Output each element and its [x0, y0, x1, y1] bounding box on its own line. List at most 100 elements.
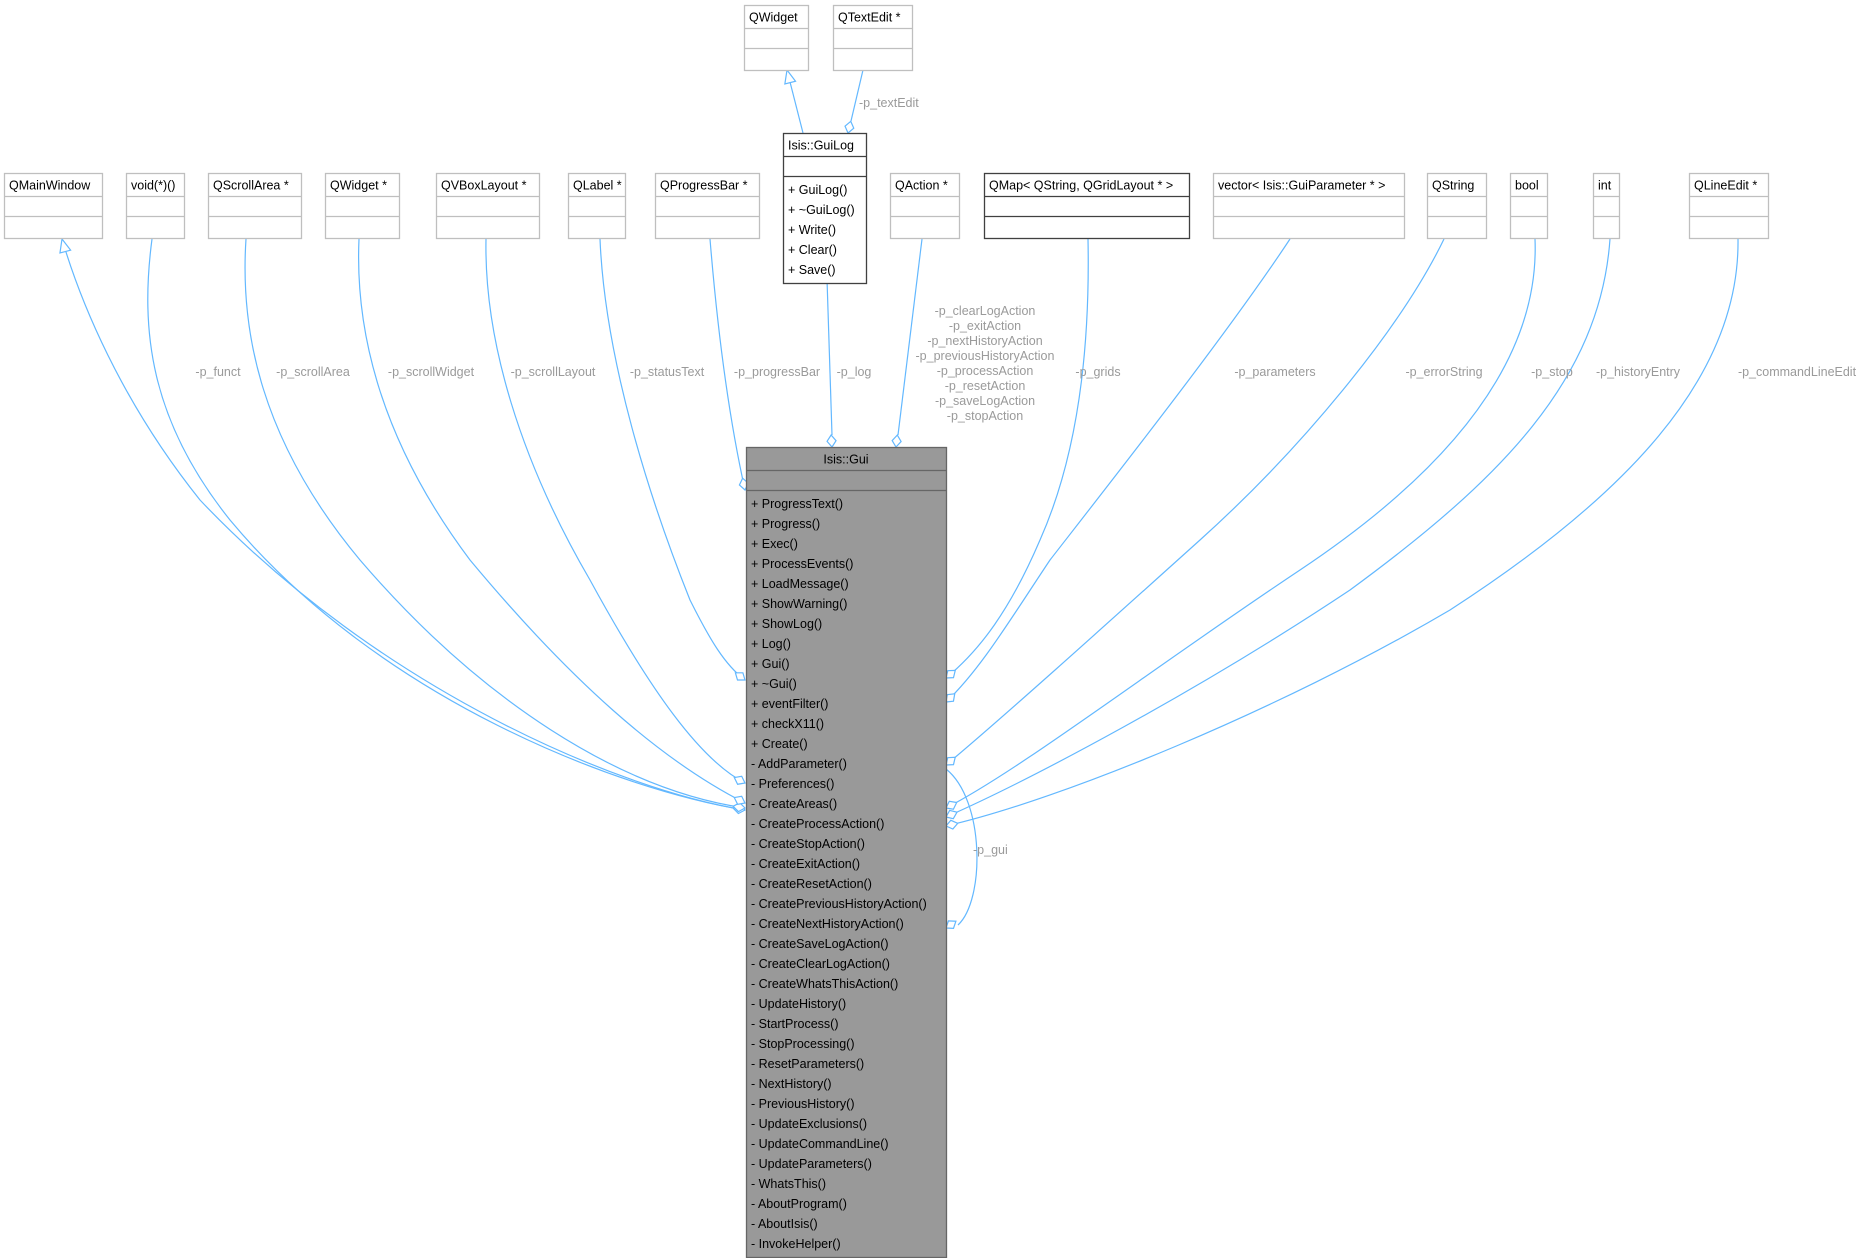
edge-progressbar: [709, 238, 746, 491]
class-member: - CreateStopAction(): [751, 837, 865, 851]
class-box-int[interactable]: int: [1592, 172, 1621, 240]
edge-scrolllayout: [485, 238, 746, 784]
edge-label-scrollwidget: -p_scrollWidget: [388, 365, 475, 379]
edge-actions: [897, 238, 923, 436]
edge-label-parameters: -p_parameters: [1234, 365, 1315, 379]
class-box-frame: [435, 172, 541, 240]
edge-label-textedit: -p_textEdit: [859, 96, 919, 110]
class-box-frame: [207, 172, 303, 240]
edge-label-action: -p_processAction: [937, 364, 1034, 378]
class-box-vector[interactable]: vector< Isis::GuiParameter * >: [1212, 172, 1406, 240]
aggregation-diamond-icon: [826, 434, 837, 448]
class-member: - ResetParameters(): [751, 1057, 864, 1071]
class-member: - WhatsThis(): [751, 1177, 826, 1191]
class-member: - PreviousHistory(): [751, 1097, 855, 1111]
class-box-guilog[interactable]: Isis::GuiLog+ GuiLog()+ ~GuiLog()+ Write…: [782, 132, 868, 285]
class-member: - StopProcessing(): [751, 1037, 855, 1051]
class-box-frame: [324, 172, 401, 240]
class-box-frame: [782, 132, 868, 285]
class-member: + Gui(): [751, 657, 790, 671]
class-member: - UpdateCommandLine(): [751, 1137, 889, 1151]
class-member: + ProcessEvents(): [751, 557, 853, 571]
class-member: + GuiLog(): [788, 183, 847, 197]
aggregation-diamond-icon: [945, 669, 957, 679]
class-box-frame: [832, 4, 914, 72]
class-member: - NextHistory(): [751, 1077, 832, 1091]
class-box-frame: [1426, 172, 1488, 240]
class-member: + ~GuiLog(): [788, 203, 855, 217]
class-member: - InvokeHelper(): [751, 1237, 841, 1251]
class-member: + eventFilter(): [751, 697, 828, 711]
class-member: - CreateResetAction(): [751, 877, 872, 891]
class-name: QWidget: [749, 11, 798, 25]
class-member: - CreatePreviousHistoryAction(): [751, 897, 927, 911]
class-member: + ProgressText(): [751, 497, 843, 511]
class-member: - AboutIsis(): [751, 1217, 818, 1231]
class-box-qtextedit[interactable]: QTextEdit *: [832, 4, 914, 72]
class-box-frame: [3, 172, 104, 240]
class-name: QString: [1432, 179, 1474, 193]
aggregation-diamond-icon: [891, 434, 902, 448]
edge-funct: [147, 238, 746, 811]
class-box-frame: [983, 172, 1191, 240]
class-box-frame: [745, 446, 948, 1258]
class-name: bool: [1515, 179, 1539, 193]
edge-grids: [945, 238, 1089, 679]
class-box-frame: [654, 172, 761, 240]
aggregation-diamond-icon: [732, 801, 746, 813]
class-member: - UpdateExclusions(): [751, 1117, 867, 1131]
edge-label-stop: -p_stop: [1531, 365, 1573, 379]
class-box-frame: [1688, 172, 1770, 240]
class-box-qscrollarea[interactable]: QScrollArea *: [207, 172, 303, 240]
class-member: + ShowWarning(): [751, 597, 847, 611]
class-name: QLineEdit *: [1694, 179, 1757, 193]
class-box-bool[interactable]: bool: [1509, 172, 1549, 240]
class-name: vector< Isis::GuiParameter * >: [1218, 179, 1385, 193]
edge-log: [826, 278, 833, 436]
class-box-qlineedit[interactable]: QLineEdit *: [1688, 172, 1770, 240]
class-box-qlabel[interactable]: QLabel *: [567, 172, 627, 240]
class-member: - UpdateParameters(): [751, 1157, 872, 1171]
class-box-qmap[interactable]: QMap< QString, QGridLayout * >: [983, 172, 1191, 240]
class-member: + Save(): [788, 263, 836, 277]
class-member: - CreateWhatsThisAction(): [751, 977, 898, 991]
class-box-qwidget_base[interactable]: QWidget: [743, 4, 810, 72]
class-box-qaction[interactable]: QAction *: [889, 172, 961, 240]
aggregation-diamond-icon: [945, 809, 958, 820]
edges-layer: [59, 68, 1739, 929]
edge-mainwindow_inherits: [61, 238, 746, 811]
inheritance-arrow-icon: [59, 237, 72, 254]
class-box-frame: [125, 172, 186, 240]
class-box-gui[interactable]: Isis::Gui+ ProgressText()+ Progress()+ E…: [745, 446, 948, 1258]
edge-label-historyentry: -p_historyEntry: [1596, 365, 1681, 379]
edge-label-grids: -p_grids: [1075, 365, 1120, 379]
edge-label-funct: -p_funct: [195, 365, 241, 379]
class-name: QTextEdit *: [838, 11, 901, 25]
aggregation-diamond-icon: [844, 120, 855, 134]
class-box-frame: [1592, 172, 1621, 240]
class-box-funct[interactable]: void(*)(): [125, 172, 186, 240]
class-member: + Clear(): [788, 243, 837, 257]
class-box-qvboxlayout[interactable]: QVBoxLayout *: [435, 172, 541, 240]
edge-label-scrollarea: -p_scrollArea: [276, 365, 350, 379]
class-box-qwidget_ptr[interactable]: QWidget *: [324, 172, 401, 240]
class-box-qprogressbar[interactable]: QProgressBar *: [654, 172, 761, 240]
aggregation-diamond-icon: [945, 920, 957, 929]
edge-label-action: -p_resetAction: [945, 379, 1026, 393]
edge-label-self_gui: -p_gui: [973, 843, 1008, 857]
aggregation-diamond-icon: [945, 756, 956, 766]
aggregation-diamond-icon: [733, 775, 746, 785]
class-member: - CreateProcessAction(): [751, 817, 884, 831]
class-member: - AddParameter(): [751, 757, 847, 771]
class-member: - UpdateHistory(): [751, 997, 846, 1011]
class-member: - Preferences(): [751, 777, 834, 791]
class-name: QMainWindow: [9, 179, 91, 193]
class-box-qmainwindow[interactable]: QMainWindow: [3, 172, 104, 240]
edge-label-action: -p_clearLogAction: [935, 304, 1036, 318]
aggregation-diamond-icon: [733, 795, 746, 805]
edge-self_gui: [945, 768, 978, 926]
class-member: - CreateSaveLogAction(): [751, 937, 889, 951]
edge-labels-layer: -p_textEdit -p_funct -p_scrollArea -p_scrol…: [195, 96, 1856, 857]
class-box-qstring[interactable]: QString: [1426, 172, 1488, 240]
